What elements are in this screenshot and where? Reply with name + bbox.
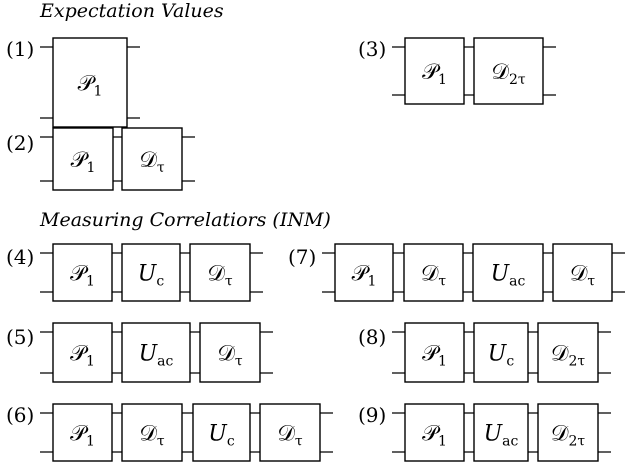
gate-box <box>537 403 599 462</box>
gate-label: 𝑈c <box>138 262 165 290</box>
gate-box <box>403 243 464 302</box>
gate-box <box>52 243 113 302</box>
gate-box <box>552 243 613 302</box>
circuit-number: (2) <box>6 131 34 155</box>
circuit-9: (9) 𝒫1 𝑈ac 𝒟2τ <box>358 403 611 462</box>
circuit-number: (3) <box>358 37 386 61</box>
gate-box <box>472 243 544 302</box>
circuit-number: (4) <box>6 245 34 269</box>
gate-box <box>52 37 128 128</box>
gate-box <box>334 243 394 302</box>
circuit-number: (5) <box>6 325 34 349</box>
gate-label: 𝒟τ <box>277 422 303 450</box>
gate-label: 𝒫1 <box>70 262 95 290</box>
gate-label: 𝒫1 <box>422 342 447 370</box>
heading-expectation-values: Expectation Values <box>39 0 224 22</box>
gate-label: 𝒫1 <box>70 342 95 370</box>
gate-label: 𝒟τ <box>207 262 233 290</box>
gate-box <box>473 322 529 383</box>
gate-label: 𝒫1 <box>352 262 377 290</box>
circuit-number: (6) <box>6 403 34 427</box>
gate-label: 𝒟2τ <box>491 60 525 88</box>
gate-label: 𝒫1 <box>70 422 95 450</box>
gate-label: 𝒫1 <box>78 72 103 100</box>
circuit-8: (8) 𝒫1 𝑈c 𝒟2τ <box>358 322 611 383</box>
circuit-number: (8) <box>358 325 386 349</box>
gate-box <box>192 403 251 462</box>
gate-box <box>473 37 544 105</box>
circuit-5: (5) 𝒫1 𝑈ac 𝒟τ <box>6 322 273 383</box>
gate-label: 𝑈ac <box>484 422 519 450</box>
circuit-6: (6) 𝒫1 𝒟τ 𝑈c 𝒟τ <box>6 403 333 462</box>
gate-box <box>121 322 191 383</box>
gate-label: 𝒟2τ <box>551 342 585 370</box>
gate-label: 𝒟τ <box>217 342 243 370</box>
gate-box <box>121 403 183 462</box>
gate-box <box>52 322 113 383</box>
circuit-number: (1) <box>6 37 34 61</box>
gate-box <box>404 403 465 462</box>
gate-box <box>52 403 113 462</box>
circuit-3: (3) 𝒫1 𝒟2τ <box>358 37 556 105</box>
circuit-2: (2) 𝒫1 𝒟τ <box>6 127 195 191</box>
heading-measuring-correlators: Measuring Correlatiors (INM) <box>39 209 331 231</box>
gate-box <box>259 403 321 462</box>
gate-box <box>404 322 465 383</box>
circuit-1: (1) 𝒫1 <box>6 37 140 128</box>
gate-box <box>537 322 599 383</box>
gate-label: 𝒫1 <box>422 60 447 88</box>
circuit-7: (7) 𝒫1 𝒟τ 𝑈ac 𝒟τ <box>288 243 625 302</box>
gate-label: 𝒟τ <box>139 422 165 450</box>
gate-label: 𝒫1 <box>422 422 447 450</box>
gate-label: 𝑈c <box>208 422 235 450</box>
gate-label: 𝒫1 <box>71 148 96 176</box>
gate-box <box>121 127 183 191</box>
circuit-number: (7) <box>288 245 316 269</box>
gate-label: 𝒟τ <box>570 262 596 290</box>
gate-label: 𝒟2τ <box>551 422 585 450</box>
circuit-4: (4) 𝒫1 𝑈c 𝒟τ <box>6 243 263 302</box>
gate-label: 𝑈c <box>488 342 515 370</box>
gate-box <box>121 243 181 302</box>
gate-label: 𝒟τ <box>139 148 165 176</box>
gate-box <box>199 322 261 383</box>
gate-label: 𝑈ac <box>139 342 174 370</box>
gate-label: 𝒟τ <box>421 262 447 290</box>
gate-box <box>404 37 465 105</box>
circuit-number: (9) <box>358 403 386 427</box>
gate-box <box>189 243 251 302</box>
gate-label: 𝑈ac <box>491 262 526 290</box>
gate-box <box>473 403 529 462</box>
gate-box <box>52 127 114 191</box>
